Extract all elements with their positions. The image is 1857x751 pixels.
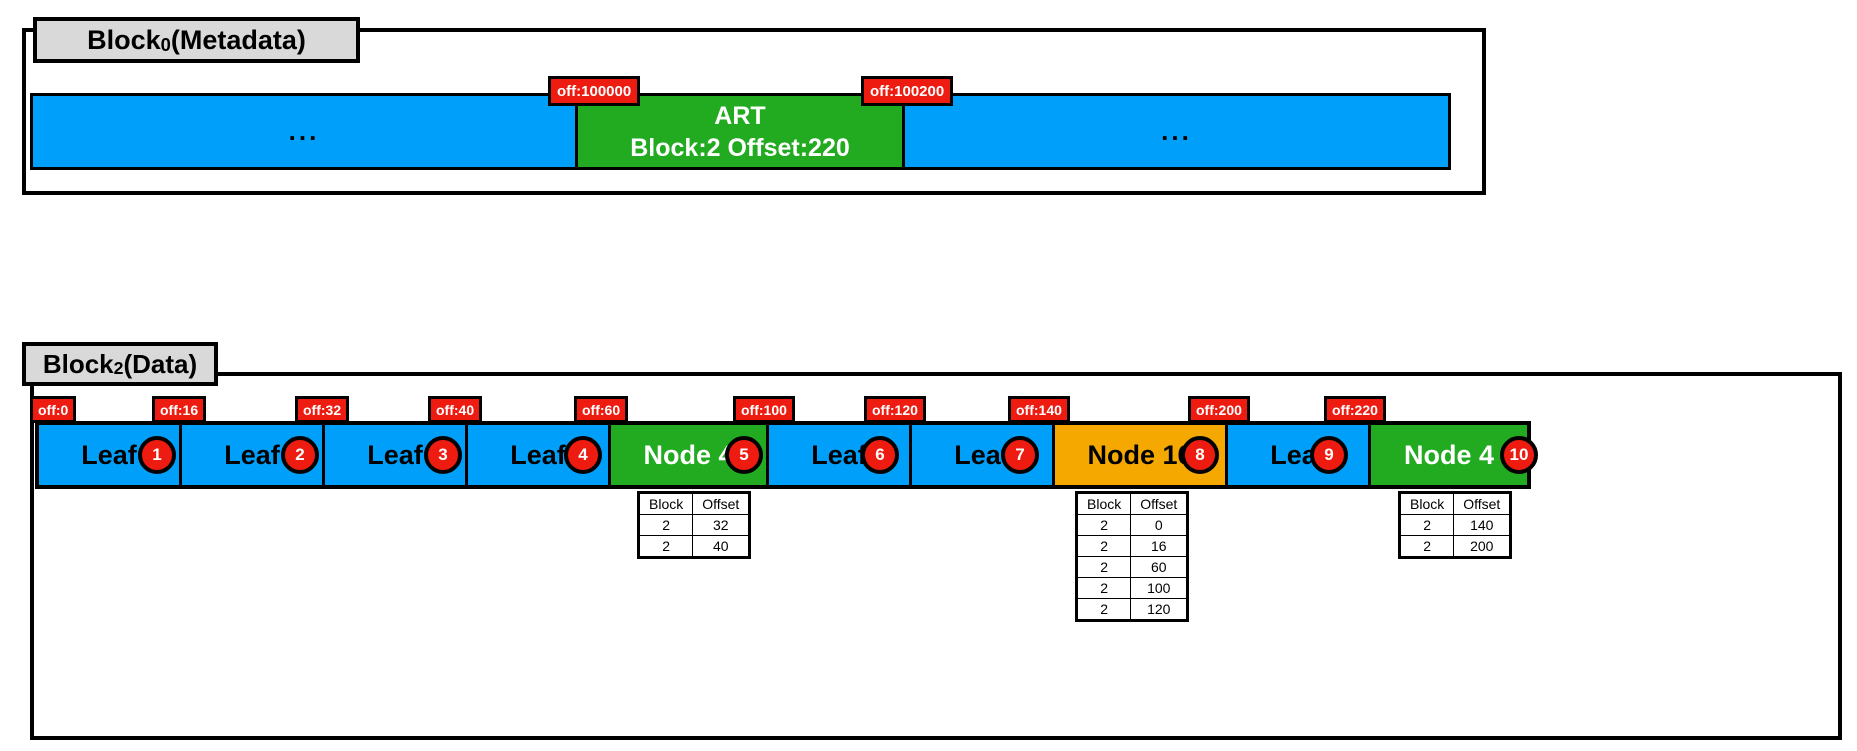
table-header-block: Block (637, 492, 694, 515)
badge-3: 3 (424, 436, 462, 474)
metadata-block-tag-prefix: Block (87, 24, 161, 55)
offset-tag-40: off:40 (428, 396, 483, 423)
metadata-segment-right-ellipsis: ... (905, 96, 1448, 167)
cell-offset: 200 (1453, 535, 1512, 558)
art-location: Block:2 Offset:220 (630, 133, 850, 162)
cell-offset: 16 (1130, 535, 1189, 557)
lookup-table-node4-first: Block Offset 2 32 2 40 (637, 491, 752, 559)
offset-tag-0: off:0 (30, 396, 77, 423)
table-header-offset: Offset (692, 492, 751, 515)
cell-offset: 32 (692, 514, 751, 536)
metadata-segment-art: ART Block:2 Offset:220 (578, 96, 905, 167)
cell-block: 2 (1075, 535, 1132, 557)
table-row: 2 60 (1075, 556, 1189, 578)
data-block-tag-sub: 2 (113, 358, 124, 379)
offset-tag-200: off:200 (1188, 396, 1250, 423)
badge-10: 10 (1500, 436, 1538, 474)
offset-tag-16: off:16 (152, 396, 207, 423)
segment-label-leaf-1: Leaf (81, 439, 137, 470)
offset-tag-140: off:140 (1008, 396, 1070, 423)
cell-offset: 140 (1453, 514, 1512, 536)
cell-block: 2 (1075, 598, 1132, 621)
badge-2: 2 (281, 436, 319, 474)
cell-block: 2 (1075, 514, 1132, 536)
segment-label-leaf-3: Leaf (367, 439, 423, 470)
metadata-strip: ... ART Block:2 Offset:220 ... (30, 93, 1451, 170)
badge-6: 6 (861, 436, 899, 474)
lookup-table-node4-last: Block Offset 2 140 2 200 (1398, 491, 1513, 559)
table-header-offset: Offset (1130, 492, 1189, 515)
table-row: 2 16 (1075, 535, 1189, 557)
table-row: 2 120 (1075, 598, 1189, 621)
segment-label-leaf-6: Leaf (811, 439, 867, 470)
offset-tag-32: off:32 (295, 396, 350, 423)
data-strip: Leaf Leaf Leaf Leaf Node 4 Leaf Leaf Nod… (35, 421, 1531, 489)
cell-offset: 100 (1130, 577, 1189, 599)
segment-label-leaf-2: Leaf (224, 439, 280, 470)
art-title: ART (714, 101, 766, 130)
data-block-tag-suffix: (Data) (123, 348, 198, 379)
ellipsis-label-left: ... (288, 116, 320, 147)
metadata-block-tag-suffix: (Metadata) (170, 24, 306, 55)
badge-8: 8 (1181, 436, 1219, 474)
offset-tag-120: off:120 (864, 396, 926, 423)
table-header-block: Block (1075, 492, 1132, 515)
badge-7: 7 (1001, 436, 1039, 474)
segment-label-node4-a: Node 4 (643, 439, 734, 470)
badge-9: 9 (1310, 436, 1348, 474)
ellipsis-label-right: ... (1161, 116, 1192, 147)
table-row: 2 140 (1398, 514, 1512, 536)
segment-label-node4-b: Node 4 (1403, 439, 1495, 470)
badge-4: 4 (564, 436, 602, 474)
offset-tag-100000: off:100000 (548, 76, 641, 106)
data-block-tag-prefix: Block (42, 348, 114, 379)
table-row: 2 40 (637, 535, 751, 558)
cell-block: 2 (1398, 514, 1455, 536)
cell-block: 2 (1075, 556, 1132, 578)
offset-tag-100200: off:100200 (861, 76, 954, 106)
cell-offset: 0 (1130, 514, 1189, 536)
table-row: 2 32 (637, 514, 751, 536)
table-header-block: Block (1398, 492, 1455, 515)
table-header-offset: Offset (1453, 492, 1512, 515)
data-segment-leaf-9: Leaf (1228, 425, 1371, 485)
cell-offset: 40 (692, 535, 751, 558)
cell-block: 2 (637, 514, 694, 536)
segment-label-node16: Node 16 (1087, 439, 1193, 470)
segment-label-leaf-7: Leaf (954, 439, 1010, 470)
cell-offset: 60 (1130, 556, 1189, 578)
table-header-row: Block Offset (637, 492, 751, 515)
cell-block: 2 (637, 535, 694, 558)
segment-label-leaf-4: Leaf (510, 439, 566, 470)
metadata-block-tag-sub: 0 (160, 34, 171, 56)
metadata-segment-left-ellipsis: ... (33, 96, 578, 167)
cell-offset: 120 (1130, 598, 1189, 621)
offset-tag-220: off:220 (1324, 396, 1386, 423)
offset-tag-60: off:60 (574, 396, 629, 423)
table-row: 2 0 (1075, 514, 1189, 536)
art-segment-label: ART Block:2 Offset:220 (630, 100, 850, 164)
offset-tag-100: off:100 (733, 396, 795, 423)
badge-5: 5 (725, 436, 763, 474)
cell-block: 2 (1398, 535, 1455, 558)
table-row: 2 200 (1398, 535, 1512, 558)
table-header-row: Block Offset (1398, 492, 1512, 515)
lookup-table-node16: Block Offset 2 0 2 16 2 60 2 100 2 120 (1075, 491, 1190, 622)
badge-1: 1 (138, 436, 176, 474)
table-row: 2 100 (1075, 577, 1189, 599)
cell-block: 2 (1075, 577, 1132, 599)
table-header-row: Block Offset (1075, 492, 1189, 515)
